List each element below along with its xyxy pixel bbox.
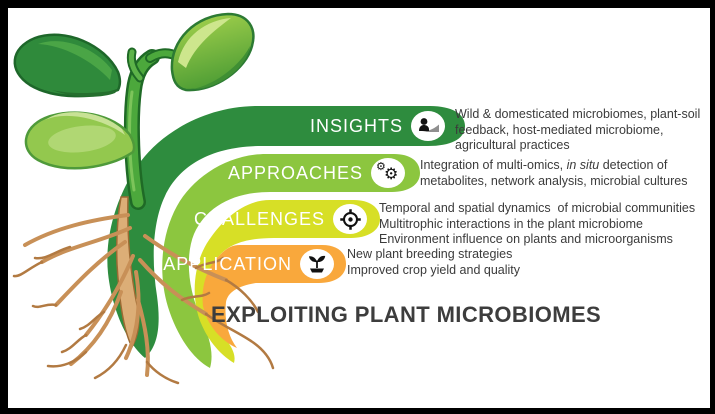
frame-border-bottom (0, 408, 715, 414)
application-label: APPLICATION (163, 254, 292, 274)
approaches-label: APPROACHES (227, 163, 363, 183)
approaches-description: Integration of multi-omics, in situ dete… (420, 158, 688, 188)
frame-border-left (0, 0, 8, 414)
figure-title: EXPLOITING PLANT MICROBIOMES (211, 302, 602, 327)
frame-border-top (0, 0, 715, 8)
challenges-label: CHALLENGES (193, 209, 325, 229)
frame-border-right (710, 0, 715, 414)
application-description: New plant breeding strategies Improved c… (347, 247, 521, 277)
gears-icon: ⚙ ⚙ (371, 158, 405, 188)
leaf-top-right (170, 12, 255, 92)
approaches-band: APPROACHES ⚙ ⚙ (225, 154, 405, 192)
presenter-landscape-icon (411, 111, 445, 141)
leaf-middle-left (24, 111, 136, 170)
insights-label: INSIGHTS (309, 116, 403, 136)
application-band: APPLICATION (162, 245, 334, 283)
root-system (12, 196, 275, 385)
insights-band: INSIGHTS (255, 106, 445, 146)
insights-description: Wild & domesticated microbiomes, plant-s… (455, 107, 701, 152)
challenges-description: Temporal and spatial dynamics of microbi… (379, 201, 696, 246)
plant-illustration (12, 12, 275, 385)
seedling-icon (300, 249, 334, 279)
challenges-band-shape (194, 200, 380, 363)
stem (123, 47, 183, 210)
leaf-top-left (13, 33, 122, 98)
target-icon (333, 204, 367, 234)
challenges-band: CHALLENGES (193, 200, 367, 238)
